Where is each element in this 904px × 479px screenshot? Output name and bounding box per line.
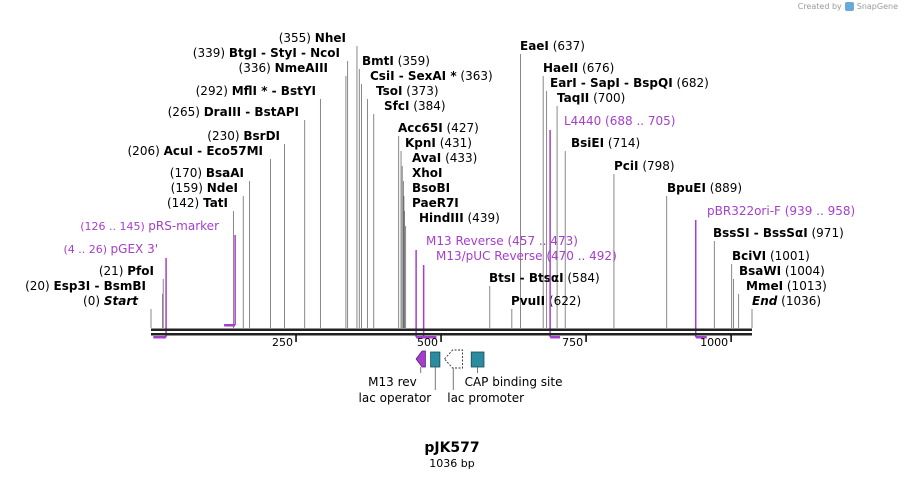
- lac-promoter-feature[interactable]: [443, 349, 463, 369]
- cap-binding-site-label: CAP binding site: [465, 375, 563, 389]
- site-label[interactable]: BsaWI (1004): [739, 264, 825, 278]
- primer-label[interactable]: (126 .. 145) pRS-marker: [80, 219, 219, 233]
- site-label[interactable]: EarI - SapI - BspQI (682): [550, 76, 709, 90]
- site-label[interactable]: PciI (798): [614, 159, 675, 173]
- lac-promoter-label: lac promoter: [447, 391, 524, 405]
- site-label[interactable]: End (1036): [752, 294, 821, 308]
- cap-binding-site-feature[interactable]: [470, 351, 485, 368]
- site-label[interactable]: (170) BsaAI: [170, 166, 244, 180]
- primer-bar-3[interactable]: [423, 336, 437, 339]
- m13-rev-feature[interactable]: [415, 350, 426, 368]
- site-label[interactable]: (292) MflI * - BstYI: [196, 84, 316, 98]
- primer-label[interactable]: pBR322ori-F (939 .. 958): [707, 204, 855, 218]
- lac-operator-label: lac operator: [359, 391, 432, 405]
- credit-prefix: Created by: [797, 2, 842, 11]
- lac-operator-feature[interactable]: [430, 351, 441, 368]
- site-label[interactable]: (20) Esp3I - BsmBI: [25, 279, 146, 293]
- site-label[interactable]: BciVI (1001): [732, 249, 810, 263]
- site-label[interactable]: TaqII (700): [557, 91, 625, 105]
- site-label[interactable]: (265) DraIII - BstAPI: [168, 105, 299, 119]
- primer-bar-2[interactable]: [416, 336, 426, 339]
- site-label[interactable]: BssSI - BssSαI (971): [713, 226, 844, 240]
- primer-bar-5[interactable]: [695, 336, 707, 339]
- site-label[interactable]: PvuII (622): [511, 294, 581, 308]
- site-label[interactable]: BpuEI (889): [667, 181, 742, 195]
- ruler-tick-label: 500: [417, 336, 438, 349]
- primer-bar-4[interactable]: [550, 336, 560, 339]
- credit-brand: SnapGene: [856, 2, 898, 11]
- site-label[interactable]: (0) Start: [83, 294, 139, 308]
- site-label[interactable]: (339) BtgI - StyI - NcoI: [193, 46, 340, 60]
- site-label[interactable]: HindIII (439): [419, 211, 500, 225]
- primer-label[interactable]: M13/pUC Reverse (470 .. 492): [436, 249, 617, 263]
- site-label[interactable]: BtsI - BtsαI (584): [489, 271, 600, 285]
- site-label[interactable]: (355) NheI: [279, 31, 346, 45]
- site-label[interactable]: MmeI (1013): [746, 279, 827, 293]
- site-label[interactable]: KpnI (431): [405, 136, 472, 150]
- primer-label[interactable]: L4440 (688 .. 705): [564, 114, 675, 128]
- site-label[interactable]: EaeI (637): [520, 39, 585, 53]
- site-label[interactable]: (230) BsrDI: [207, 129, 280, 143]
- m13-rev-label: M13 rev: [368, 375, 417, 389]
- site-label[interactable]: PaeR7I: [412, 196, 459, 210]
- ruler-tick-label: 750: [562, 336, 583, 349]
- backbone-bottom-strand: [151, 333, 752, 336]
- site-label[interactable]: AvaI (433): [412, 151, 477, 165]
- site-label[interactable]: BmtI (359): [362, 54, 430, 68]
- snapgene-logo-icon: [844, 2, 854, 11]
- snapgene-credit: Created by SnapGene: [798, 2, 898, 11]
- backbone-group: [151, 328, 752, 336]
- backbone-top-strand: [151, 328, 752, 331]
- site-labels-group: (0) Start(20) Esp3I - BsmBI(21) PfoI (142…: [25, 31, 844, 308]
- features-group: M13 rev lac operator lac promoter CAP bindi…: [359, 349, 563, 405]
- site-label[interactable]: (336) NmeAIII: [239, 61, 328, 75]
- site-label[interactable]: (159) NdeI: [171, 181, 238, 195]
- site-label[interactable]: (206) AcuI - Eco57MI: [128, 144, 264, 158]
- ruler-group: 250 500 750 1000: [272, 335, 732, 349]
- plasmid-name: pJK577: [424, 440, 480, 456]
- plasmid-size: 1036 bp: [429, 457, 475, 470]
- site-label[interactable]: XhoI: [412, 166, 443, 180]
- ruler-tick-label: 1000: [700, 336, 728, 349]
- site-label[interactable]: BsiEI (714): [571, 136, 640, 150]
- site-label[interactable]: (21) PfoI: [99, 264, 154, 278]
- site-label[interactable]: Acc65I (427): [398, 121, 479, 135]
- site-label[interactable]: HaeII (676): [543, 61, 614, 75]
- primer-label[interactable]: M13 Reverse (457 .. 473): [426, 234, 578, 248]
- site-label[interactable]: (142) TatI: [167, 196, 228, 210]
- primer-bar-0[interactable]: [153, 336, 167, 339]
- primer-bar-1[interactable]: [224, 324, 236, 327]
- site-lines-group: [150, 46, 753, 328]
- primer-label[interactable]: (4 .. 26) pGEX 3': [63, 242, 158, 256]
- site-label[interactable]: SfcI (384): [384, 99, 446, 113]
- site-label[interactable]: BsoBI: [412, 181, 450, 195]
- ruler-tick-label: 250: [272, 336, 293, 349]
- site-label[interactable]: TsoI (373): [376, 84, 439, 98]
- primers-group: (4 .. 26) pGEX 3' (126 .. 145) pRS-marker…: [63, 114, 855, 339]
- site-label[interactable]: CsiI - SexAI * (363): [370, 69, 493, 83]
